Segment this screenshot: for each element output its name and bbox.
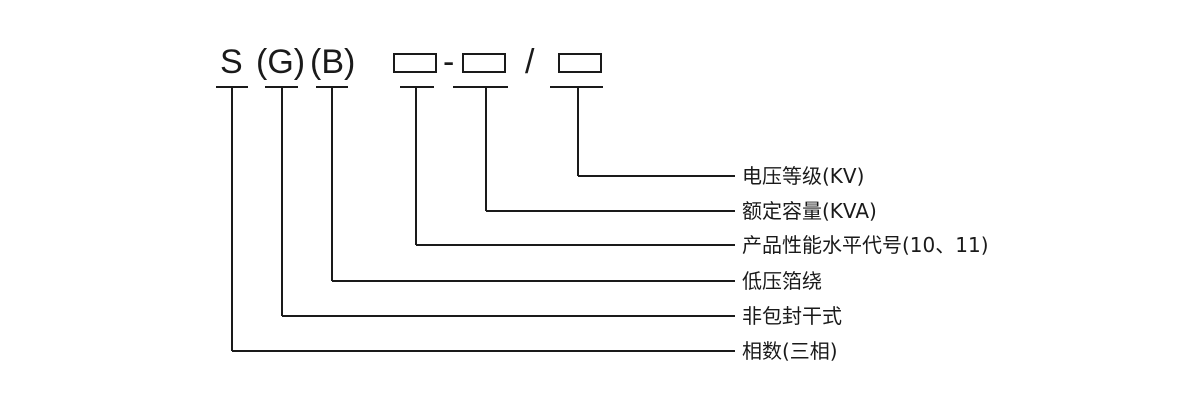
code-dash: - [443,43,455,81]
code-b: (B) [310,43,356,81]
label-performance: 产品性能水平代号(10、11) [742,233,989,257]
label-foil: 低压箔绕 [742,269,822,293]
code-box-voltage [558,53,602,73]
label-non-encapsulated: 非包封干式 [742,304,842,328]
code-slash: / [525,43,535,81]
code-box-capacity [462,53,506,73]
code-box-performance [393,53,437,73]
code-s: S [220,43,243,81]
label-capacity: 额定容量(KVA) [742,199,877,223]
code-g: (G) [256,43,306,81]
label-voltage: 电压等级(KV) [742,164,865,188]
label-phases: 相数(三相) [742,339,838,363]
